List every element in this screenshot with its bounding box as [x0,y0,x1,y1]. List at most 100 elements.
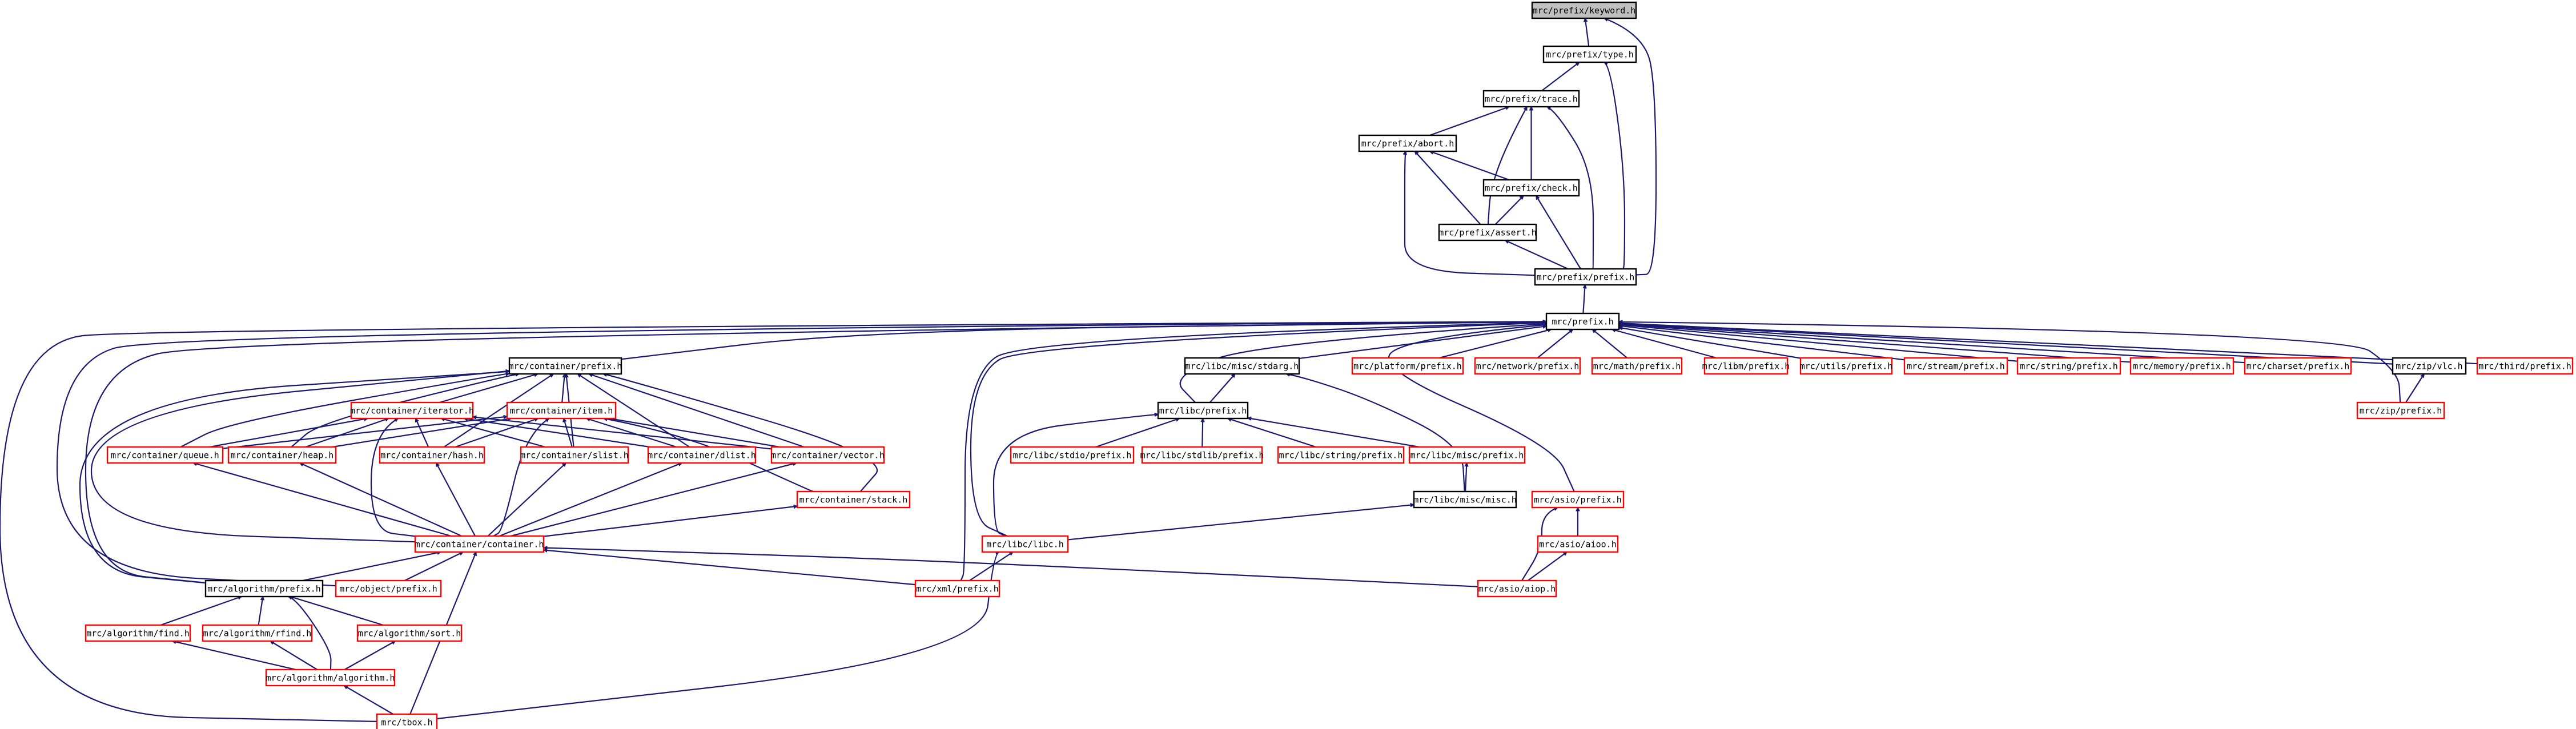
node-label: mrc/asio/aiop.h [1478,584,1556,594]
node-miscmisc[interactable]: mrc/libc/misc/misc.h [1413,490,1517,509]
node-network[interactable]: mrc/network/prefix.h [1474,357,1581,375]
edge-assert-to-trace [1487,107,1528,225]
node-label: mrc/stream/prefix.h [1907,361,2005,372]
node-label: mrc/prefix/abort.h [1361,139,1454,149]
edge-prefix-to-pprefix [1582,285,1585,314]
node-hash[interactable]: mrc/container/hash.h [379,446,485,464]
edge-libc-to-libcprefix [992,414,1158,537]
node-dlist[interactable]: mrc/container/dlist.h [647,446,757,464]
node-cprefix[interactable]: mrc/container/prefix.h [508,357,622,375]
edge-container-to-cprefix [90,371,509,543]
edge-hash-to-cprefix [443,373,553,448]
node-box [335,579,442,598]
node-string[interactable]: mrc/string/prefix.h [2016,357,2121,375]
node-box [1277,446,1405,464]
edge-aiop-to-aioo [1527,551,1567,581]
edge-object-to-prefix [56,321,1546,587]
node-pprefix[interactable]: mrc/prefix/prefix.h [1534,268,1637,286]
edge-object-to-container [404,551,463,581]
node-item[interactable]: mrc/container/item.h [506,401,617,420]
node-algprefix[interactable]: mrc/algorithm/prefix.h [204,579,324,598]
node-abort[interactable]: mrc/prefix/abort.h [1358,134,1457,152]
node-label: mrc/asio/prefix.h [1534,495,1622,505]
node-label: mrc/libc/libc.h [986,539,1063,550]
node-box [85,624,191,642]
node-tbox[interactable]: mrc/tbox.h [376,713,438,729]
node-box [1799,357,1893,375]
node-label: mrc/prefix/keyword.h [1533,6,1636,16]
node-iterator[interactable]: mrc/container/iterator.h [350,401,474,420]
node-stream[interactable]: mrc/stream/prefix.h [1903,357,2008,375]
node-type[interactable]: mrc/prefix/type.h [1542,45,1637,63]
edge-lmisc-to-libcprefix [1248,418,1420,448]
node-sort[interactable]: mrc/algorithm/sort.h [356,624,463,642]
edge-algprefix-to-prefix [85,322,1546,583]
node-heap[interactable]: mrc/container/heap.h [227,446,337,464]
edge-lstring-to-libcprefix [1228,418,1316,448]
edge-libm-to-prefix [1612,329,1717,359]
edge-platform-to-prefix [1438,329,1551,359]
node-object[interactable]: mrc/object/prefix.h [335,579,442,598]
node-box [1542,45,1637,63]
node-libcprefix[interactable]: mrc/libc/prefix.h [1157,401,1249,420]
node-platform[interactable]: mrc/platform/prefix.h [1351,357,1464,375]
node-asio[interactable]: mrc/asio/prefix.h [1531,490,1625,509]
node-memory[interactable]: mrc/memory/prefix.h [2129,357,2235,375]
edge-stdarg-to-prefix [1299,326,1546,360]
node-box [1482,179,1580,197]
node-label: mrc/xml/prefix.h [916,584,999,594]
edge-container-to-dlist [499,463,682,537]
node-rfind[interactable]: mrc/algorithm/rfind.h [202,624,313,642]
edge-algorithm-to-sort [344,641,395,670]
node-container[interactable]: mrc/container/container.h [414,535,545,553]
node-label: mrc/container/stack.h [799,495,908,505]
node-vector[interactable]: mrc/container/vector.h [770,446,885,464]
node-label: mrc/prefix/check.h [1485,183,1578,194]
node-label: mrc/object/prefix.h [339,584,437,594]
node-math[interactable]: mrc/math/prefix.h [1591,357,1683,375]
node-assert[interactable]: mrc/prefix/assert.h [1438,223,1537,241]
node-check[interactable]: mrc/prefix/check.h [1482,179,1580,197]
node-box [1903,357,2008,375]
node-xml[interactable]: mrc/xml/prefix.h [914,579,1000,598]
edge-trace-to-type [1541,62,1580,91]
edge-container-to-heap [300,462,462,537]
node-libc[interactable]: mrc/libc/libc.h [981,535,1069,553]
node-label: mrc/charset/prefix.h [2247,361,2350,372]
node-stdarg[interactable]: mrc/libc/misc/stdarg.h [1184,357,1300,375]
node-stack[interactable]: mrc/container/stack.h [796,490,911,509]
node-stdlib[interactable]: mrc/libc/stdlib/prefix.h [1140,446,1264,464]
node-queue[interactable]: mrc/container/queue.h [106,446,224,464]
node-aioo[interactable]: mrc/asio/aioo.h [1537,535,1619,553]
node-lmisc[interactable]: mrc/libc/misc/prefix.h [1408,446,1526,464]
node-slist[interactable]: mrc/container/slist.h [520,446,629,464]
node-label: mrc/zip/vlc.h [2396,361,2462,372]
node-libm[interactable]: mrc/libm/prefix.h [1702,357,1790,375]
edge-stack-to-cprefix [603,374,878,492]
edge-heap-to-iterator [305,418,389,448]
node-box [508,357,622,375]
node-zipvlc[interactable]: mrc/zip/vlc.h [2392,357,2467,375]
node-box [106,446,224,464]
edge-type-to-keyword [1585,18,1590,47]
node-utils[interactable]: mrc/utils/prefix.h [1799,357,1893,375]
node-box [350,401,474,420]
node-prefix[interactable]: mrc/prefix.h [1545,312,1620,331]
node-algorithm[interactable]: mrc/algorithm/algorithm.h [265,668,396,687]
edge-rfind-to-algprefix [258,597,263,626]
node-trace[interactable]: mrc/prefix/trace.h [1482,90,1580,108]
node-zipprefix[interactable]: mrc/zip/prefix.h [2356,401,2445,420]
node-label: mrc/container/vector.h [771,450,885,461]
node-label: mrc/libc/stdio/prefix.h [1013,450,1132,461]
node-charset[interactable]: mrc/charset/prefix.h [2244,357,2352,375]
edge-container-to-slist [487,463,566,537]
node-box [202,624,313,642]
node-aiop[interactable]: mrc/asio/aiop.h [1477,579,1557,598]
node-find[interactable]: mrc/algorithm/find.h [85,624,191,642]
node-stdio[interactable]: mrc/libc/stdio/prefix.h [1010,446,1135,464]
node-box [376,713,438,729]
node-third[interactable]: mrc/third/prefix.h [2476,357,2574,375]
node-label: mrc/container/container.h [415,539,544,550]
node-lstring[interactable]: mrc/libc/string/prefix.h [1277,446,1405,464]
node-box [2016,357,2121,375]
